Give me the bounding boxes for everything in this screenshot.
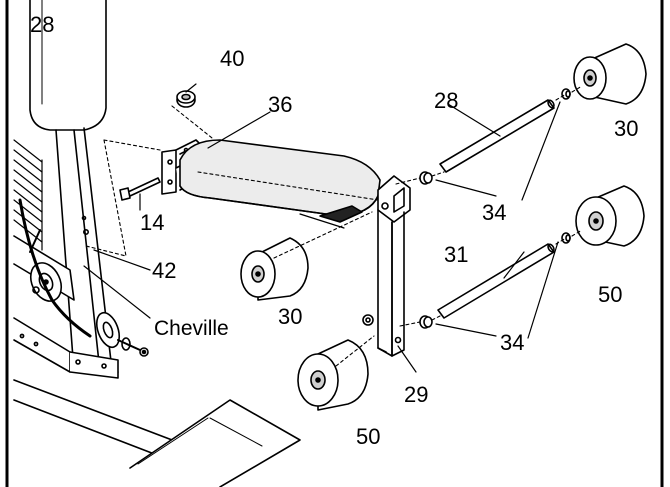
backrest-pad [29,0,107,131]
leader-lines [83,83,561,373]
spacers-34 [419,88,571,329]
label-part-36: 36 [268,92,293,117]
upper-roller-rod [439,99,555,173]
roller-pad-30-right [573,43,647,105]
roller-pad-50-right [575,185,645,247]
label-part-30-right: 30 [614,116,639,141]
label-cheville: Cheville [154,317,229,340]
bolt-14 [119,177,161,201]
label-part-50-left: 50 [356,424,381,449]
roller-pad-50-left [297,339,369,411]
upright-post [362,175,411,357]
label-part-30-left: 30 [278,304,303,329]
label-part-28-backrest: 28 [30,12,55,37]
label-part-14: 14 [140,210,165,235]
assembly-guide-lines [85,85,583,367]
nut-40 [176,90,196,108]
pulley-assembly [18,198,149,357]
label-part-34-upper: 34 [482,200,507,225]
label-part-34-lower: 34 [500,330,525,355]
page-frame [5,0,664,487]
foot-plate [129,399,301,487]
label-part-40: 40 [220,46,245,71]
seat-pad [179,139,381,229]
label-part-31: 31 [444,242,469,267]
roller-pad-30-left [240,237,309,301]
label-part-28-rod: 28 [434,88,459,113]
lower-roller-rod [437,243,555,319]
label-part-29: 29 [404,382,429,407]
label-part-50-right: 50 [598,282,623,307]
label-part-42: 42 [152,258,177,283]
